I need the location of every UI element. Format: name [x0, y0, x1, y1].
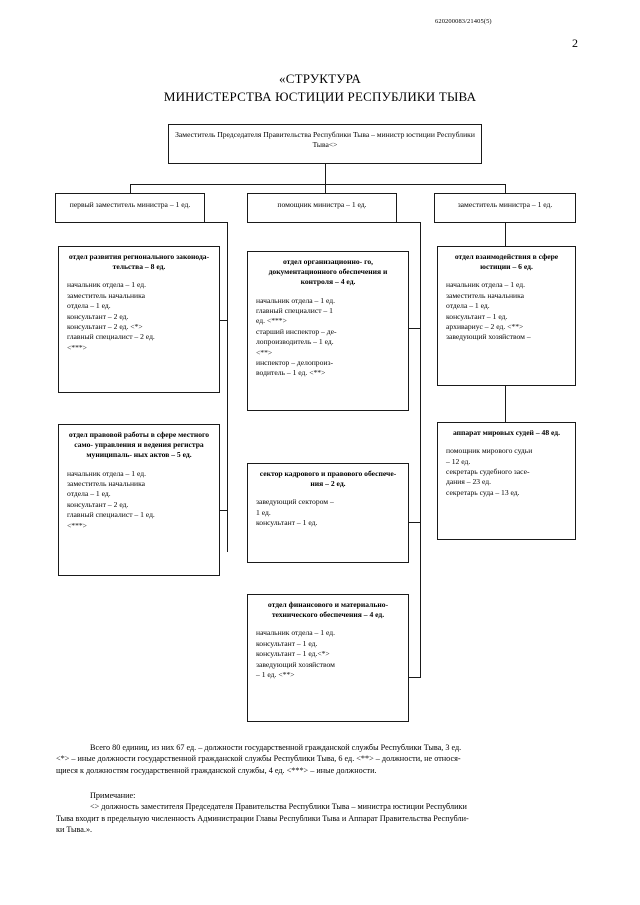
node-body: заведующий сектором – 1 ед. консультант …	[256, 497, 334, 528]
title-line-1: «СТРУКТУРА	[279, 71, 361, 86]
node-body: начальник отдела – 1 ед. заместитель нач…	[67, 468, 155, 530]
connector-top-stem	[325, 164, 327, 184]
connector-left-spine	[227, 222, 229, 552]
page-title: «СТРУКТУРА МИНИСТЕРСТВА ЮСТИЦИИ РЕСПУБЛИ…	[0, 70, 640, 106]
node-head: Заместитель Председателя Правительства Р…	[175, 130, 475, 150]
node-dept-financial-material-technical-support[interactable]: отдел финансового и материально- техниче…	[247, 594, 409, 722]
node-body: начальник отдела – 1 ед. главный специал…	[256, 295, 337, 378]
connector-mid-spine	[420, 222, 422, 677]
node-dept-regional-law-development[interactable]: отдел развития регионального законода- т…	[58, 246, 220, 393]
node-head: отдел финансового и материально- техниче…	[267, 600, 389, 620]
node-sector-personnel-legal-support[interactable]: сектор кадрового и правового обеспече- н…	[247, 463, 409, 563]
node-body: начальник отдела – 1 ед. консультант – 1…	[256, 628, 335, 680]
node-head: заместитель министра – 1 ед.	[457, 200, 553, 209]
node-dept-organizational-documentation-control[interactable]: отдел организационно- го, документационн…	[247, 251, 409, 411]
connector-rank2-mid-drop	[325, 184, 327, 193]
node-head: первый заместитель министра – 1 ед.	[69, 200, 191, 209]
node-head: аппарат мировых судей – 48 ед.	[452, 428, 561, 437]
connector-right-drop-1	[505, 222, 507, 246]
node-head: отдел правовой работы в сфере местного с…	[68, 430, 210, 460]
node-head: сектор кадрового и правового обеспече- н…	[259, 469, 397, 489]
connector-left-spine-in	[205, 222, 228, 224]
node-head: отдел развития регионального законода- т…	[68, 252, 210, 272]
document-code: 620200083/21405(5)	[435, 18, 492, 25]
node-apparatus-justices-of-the-peace[interactable]: аппарат мировых судей – 48 ед. помощник …	[437, 422, 576, 540]
node-head: отдел организационно- го, документационн…	[268, 257, 388, 287]
page-number: 2	[572, 36, 578, 50]
node-dept-justice-cooperation[interactable]: отдел взаимодействия в сфере юстиции – 6…	[437, 246, 576, 386]
node-deputy-minister[interactable]: заместитель министра – 1 ед.	[434, 193, 576, 223]
node-body: начальник отдела – 1 ед. заместитель нач…	[446, 280, 531, 342]
connector-rank2-left-drop	[130, 184, 132, 193]
node-head: отдел взаимодействия в сфере юстиции – 6…	[454, 252, 559, 272]
title-line-2: МИНИСТЕРСТВА ЮСТИЦИИ РЕСПУБЛИКИ ТЫВА	[163, 89, 477, 104]
connector-rank2-right-drop	[505, 184, 507, 193]
footer-note-paragraph: Примечание: <> должность заместителя Пре…	[56, 790, 586, 836]
node-head: помощник министра – 1 ед.	[277, 200, 367, 209]
connector-right-drop-2	[505, 386, 507, 422]
connector-mid-spine-in	[397, 222, 421, 224]
node-body: начальник отдела – 1 ед. заместитель нач…	[67, 280, 155, 352]
note-label: Примечание:	[90, 791, 136, 800]
node-dept-local-self-government-legal-work[interactable]: отдел правовой работы в сфере местного с…	[58, 424, 220, 576]
node-assistant-minister[interactable]: помощник министра – 1 ед.	[247, 193, 397, 223]
footer-summary-paragraph: Всего 80 единиц, из них 67 ед. – должнос…	[56, 743, 462, 775]
node-body: помощник мирового судьи – 12 ед. секрета…	[446, 446, 533, 497]
node-deputy-chairman-minister[interactable]: Заместитель Председателя Правительства Р…	[168, 124, 482, 164]
connector-rank2-bus	[130, 184, 506, 186]
node-first-deputy-minister[interactable]: первый заместитель министра – 1 ед.	[55, 193, 205, 223]
